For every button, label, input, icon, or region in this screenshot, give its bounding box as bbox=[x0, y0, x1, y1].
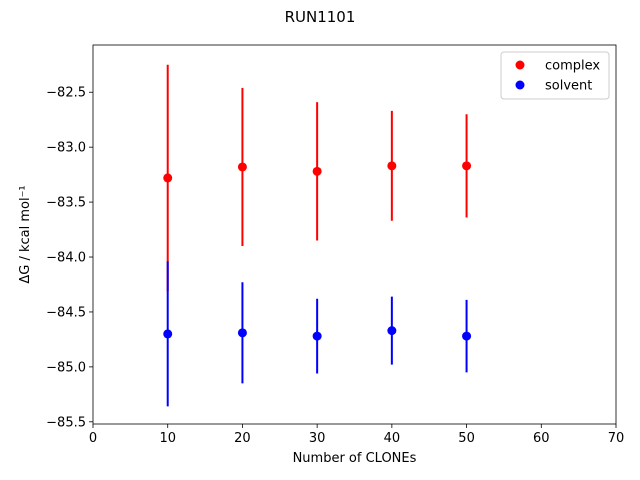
x-tick-label: 10 bbox=[159, 431, 176, 446]
y-tick-label: −84.5 bbox=[46, 305, 86, 320]
x-tick-label: 30 bbox=[309, 431, 326, 446]
chart-title: RUN1101 bbox=[285, 8, 356, 26]
legend-marker-complex bbox=[515, 60, 525, 70]
x-tick-label: 60 bbox=[533, 431, 550, 446]
solvent-point bbox=[237, 328, 247, 338]
y-tick-label: −84.0 bbox=[46, 251, 86, 266]
data-marks bbox=[163, 64, 472, 407]
x-tick-label: 0 bbox=[89, 431, 97, 446]
legend-marker-solvent bbox=[515, 80, 525, 90]
legend-box bbox=[500, 51, 610, 100]
complex-point bbox=[387, 161, 397, 171]
solvent-point bbox=[462, 331, 472, 341]
x-tick-label: 50 bbox=[458, 431, 475, 446]
solvent-point bbox=[312, 331, 322, 341]
x-axis-label: Number of CLONEs bbox=[293, 451, 417, 466]
solvent-point bbox=[163, 329, 173, 339]
complex-point bbox=[163, 173, 173, 183]
y-tick-label: −85.0 bbox=[46, 360, 86, 375]
complex-point bbox=[462, 161, 472, 171]
complex-point bbox=[312, 166, 322, 176]
y-axis-label: ΔG / kcal mol⁻¹ bbox=[18, 185, 33, 283]
y-tick-label: −83.0 bbox=[46, 141, 86, 156]
y-tick-label: −85.5 bbox=[46, 415, 86, 430]
legend-label-solvent: solvent bbox=[545, 79, 592, 94]
solvent-point bbox=[387, 326, 397, 336]
y-tick-label: −82.5 bbox=[46, 86, 86, 101]
legend-label-complex: complex bbox=[545, 59, 600, 74]
x-tick-label: 20 bbox=[234, 431, 251, 446]
axis-ticks: 0 10 20 30 40 50 60 70 −82.5 −83.0 −83.5 −84.0 −84.5… bbox=[46, 86, 624, 446]
x-tick-label: 70 bbox=[608, 431, 625, 446]
complex-point bbox=[237, 162, 247, 172]
legend: complex solvent bbox=[500, 51, 610, 100]
y-tick-label: −83.5 bbox=[46, 196, 86, 211]
x-tick-label: 40 bbox=[384, 431, 401, 446]
plot-area bbox=[92, 44, 617, 425]
